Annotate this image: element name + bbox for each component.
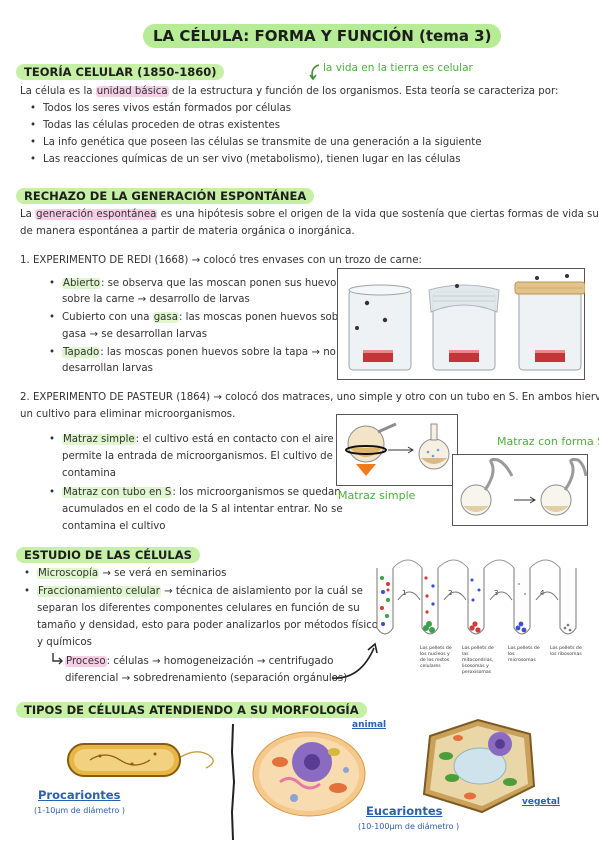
label-eu-size: (10-100μm de diámetro ) (358, 822, 460, 831)
list-item-cont: separan los diferentes componentes celul… (37, 603, 360, 614)
estudio-heading: ESTUDIO DE LAS CÉLULAS (16, 547, 200, 563)
tube-num-2: 2 (448, 589, 452, 597)
tipos-heading: TIPOS DE CÉLULAS ATENDIENDO A SU MORFOLO… (16, 702, 367, 718)
animal-cell-illustration (252, 731, 366, 817)
label-matraz-simple: Matraz simple (338, 489, 416, 502)
divider (230, 723, 236, 841)
list-item: Tapado: las moscas ponen huevos sobre la… (49, 344, 351, 361)
label-pro-size: (1-10μm de diámetro ) (34, 806, 125, 815)
list-item: Abierto: se observa que las moscan ponen… (49, 275, 342, 292)
list-item-cont: y químicos (37, 637, 92, 648)
label-vegetal: vegetal (522, 797, 560, 807)
teoria-intro: La célula es la unidad básica de la estr… (20, 86, 559, 97)
list-item: Fraccionamiento celular → técnica de ais… (24, 583, 363, 600)
sub-arrow-icon (52, 653, 63, 665)
list-item: Todos los seres vivos están formados por… (30, 100, 291, 117)
tube-num-1: 1 (402, 589, 406, 597)
prokaryote-cell-illustration (67, 743, 214, 777)
label-animal: animal (352, 720, 387, 730)
pasteur-line1: 2. EXPERIMENTO DE PASTEUR (1864) → coloc… (20, 392, 599, 403)
list-item-cont: tamaño y densidad, esto para poder anali… (37, 620, 384, 631)
rechazo-line2: de manera espontánea a partir de materia… (20, 226, 355, 237)
tube-num-3: 3 (494, 589, 498, 597)
rechazo-heading: RECHAZO DE LA GENERACIÓN ESPONTÁNEA (16, 188, 315, 204)
tube-num-4: 4 (540, 589, 545, 597)
list-item: La info genética que poseen las células … (30, 134, 481, 151)
list-item: Todas las células proceden de otras exis… (30, 117, 280, 134)
proceso-line1: Proceso: células → homogeneización → cen… (65, 656, 334, 667)
pasteur-simple-flask-illustration (336, 414, 458, 486)
list-item: Cubierto con una gasa: las moscas ponen … (49, 309, 361, 326)
label-procariontes: Procariontes (38, 788, 121, 802)
list-item: Las reacciones químicas de un ser vivo (… (30, 151, 461, 168)
page-title: LA CÉLULA: FORMA Y FUNCIÓN (tema 3) (143, 24, 502, 48)
list-item: Matraz simple: el cultivo está en contac… (49, 431, 343, 448)
curved-arrow-icon (309, 64, 320, 81)
list-item-cont: gasa → se desarrollan larvas (62, 329, 208, 340)
teoria-side-note: la vida en la tierra es celular (323, 62, 473, 74)
list-item: Microscopía → se verá en seminarios (24, 565, 226, 582)
proceso-line2: diferencial → sobredrenamiento (separaci… (65, 673, 348, 684)
pasteur-s-flask-illustration (452, 454, 588, 526)
list-item-cont: contamina el cultivo (62, 521, 166, 532)
redi-jars-illustration (337, 268, 585, 380)
list-item-cont: sobre la carne → desarrollo de larvas (62, 294, 250, 305)
tube-caption: Los pellets de los microsomas (508, 646, 540, 663)
list-item-cont: desarrollan larvas (62, 363, 153, 374)
list-item-cont: acumulados en el codo de la S al intenta… (62, 504, 343, 515)
plant-cell-illustration (422, 718, 536, 814)
pasteur-line2: un cultivo para eliminar microorganismos… (20, 409, 236, 420)
tube-caption: Los pellets de los ribosomas (550, 646, 582, 657)
curved-arrow-icon (331, 642, 378, 679)
label-eucariontes: Eucariontes (366, 804, 443, 818)
label-matraz-s: Matraz con forma S (497, 435, 599, 448)
rechazo-line1: La generación espontánea es una hipótesi… (20, 209, 599, 220)
centrifugation-tubes-illustration: 1 2 3 4 (376, 559, 577, 635)
list-item-cont: contamina (62, 468, 116, 479)
tube-caption: Los pellets de los nucleos y de los rest… (420, 646, 452, 669)
teoria-heading: TEORÍA CELULAR (1850-1860) (16, 64, 225, 80)
list-item-cont: permite la entrada de microorganismos. E… (62, 451, 333, 462)
list-item: Matraz con tubo en S: los microorganismo… (49, 484, 341, 501)
redi-title: 1. EXPERIMENTO DE REDI (1668) → colocó t… (20, 255, 422, 266)
tube-caption: Los pellets de las mitocondrias, lisosom… (462, 646, 494, 675)
